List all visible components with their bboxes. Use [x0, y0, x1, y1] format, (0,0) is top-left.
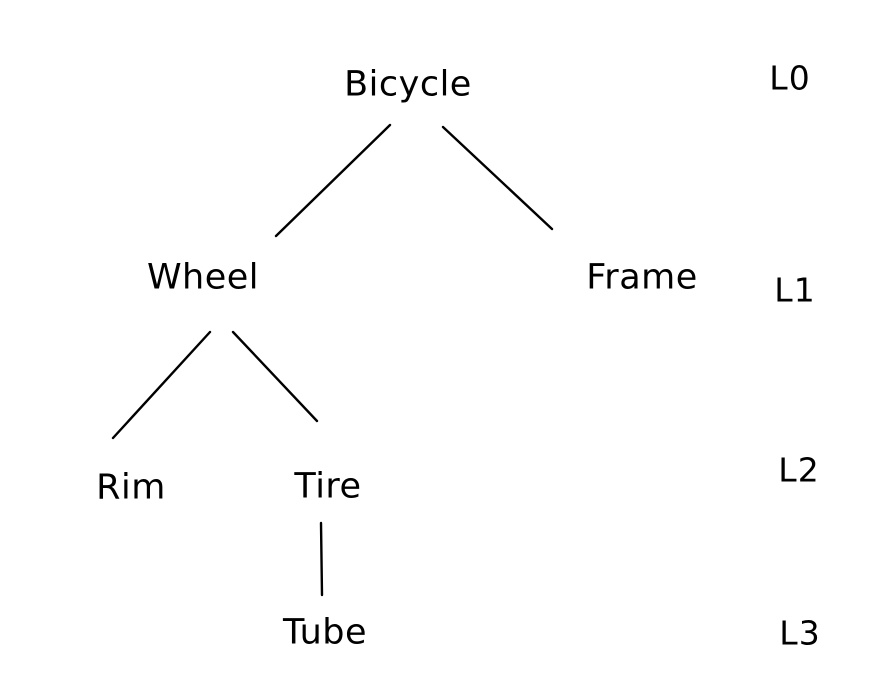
node-wheel[interactable]: Wheel [146, 257, 260, 298]
node-tire[interactable]: Tire [294, 466, 362, 507]
edge-bicycle-to-wheel [274, 123, 392, 238]
edge-wheel-to-tire [231, 330, 319, 423]
level-label-l3: L3 [779, 613, 821, 653]
level-label-l0: L0 [769, 58, 811, 98]
level-label-l2: L2 [778, 450, 820, 490]
edge-bicycle-to-frame [441, 125, 554, 231]
node-bicycle[interactable]: Bicycle [344, 64, 472, 105]
node-frame[interactable]: Frame [586, 257, 698, 298]
level-label-l1: L1 [774, 270, 816, 310]
edge-tire-to-tube [319, 521, 324, 597]
node-rim[interactable]: Rim [96, 467, 166, 508]
edge-wheel-to-rim [111, 330, 212, 440]
node-tube[interactable]: Tube [283, 612, 367, 653]
